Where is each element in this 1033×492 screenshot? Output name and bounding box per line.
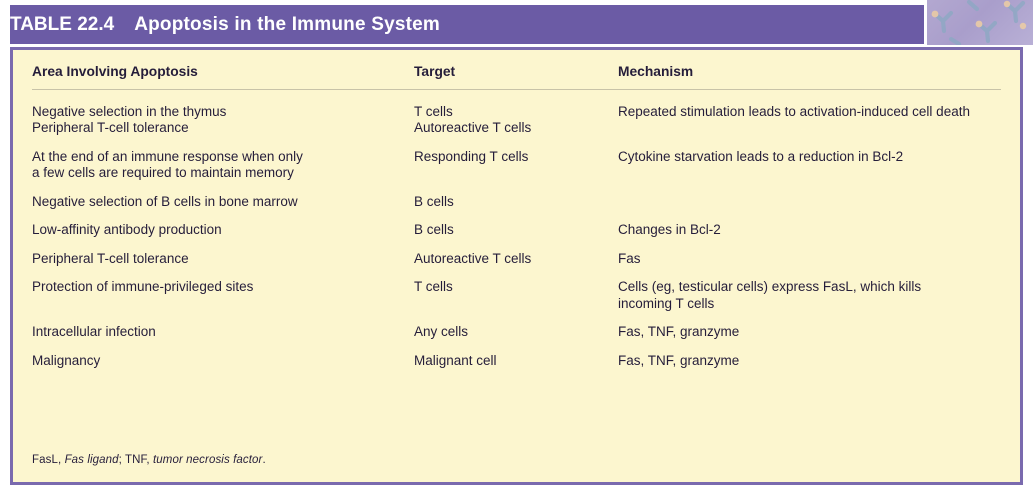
table-row: Peripheral T-cell tolerance Autoreactive… [13, 239, 1020, 268]
table-title-bar: TABLE 22.4 Apoptosis in the Immune Syste… [10, 5, 924, 44]
cell-target: B cells [414, 194, 618, 211]
cell-line: Repeated stimulation leads to activation… [618, 103, 970, 119]
cell-area: Protection of immune-privileged sites [32, 279, 414, 312]
cell-mechanism: Fas [618, 251, 1002, 268]
table-row: Negative selection in the thymus Periphe… [13, 90, 1020, 137]
table-label: TABLE 22.4 [10, 13, 115, 35]
cell-target: T cells Autoreactive T cells [414, 104, 618, 137]
table-row: Negative selection of B cells in bone ma… [13, 182, 1020, 211]
table-row: Protection of immune-privileged sites T … [13, 267, 1020, 312]
table-row: Intracellular infection Any cells Fas, T… [13, 312, 1020, 341]
cell-line: Negative selection in the thymus [32, 103, 227, 119]
cell-line: Fas [618, 250, 641, 266]
table-footnote: FasL, Fas ligand; TNF, tumor necrosis fa… [32, 454, 266, 466]
cell-target: Responding T cells [414, 149, 618, 182]
cell-line: Fas, TNF, granzyme [618, 324, 740, 339]
cell-mechanism: Repeated stimulation leads to activation… [618, 104, 1002, 137]
cell-line: Intracellular infection [32, 324, 156, 339]
cell-mechanism: Fas, TNF, granzyme [618, 324, 1002, 341]
cell-target: T cells [414, 279, 618, 312]
cell-line: Negative selection of B cells in bone ma… [32, 193, 298, 209]
cell-line: incoming T cells [618, 295, 715, 311]
cell-line: Changes in Bcl-2 [618, 222, 721, 237]
cell-line: Any cells [414, 324, 469, 339]
cell-line: a few cells are required to maintain mem… [32, 165, 294, 180]
cell-area: Malignancy [32, 353, 414, 370]
footnote-italic2: tumor necrosis factor [152, 454, 263, 466]
table-header-row: Area Involving Apoptosis Target Mechanis… [13, 50, 1020, 89]
antibody-artwork-icon [927, 0, 1033, 45]
cell-mechanism: Cells (eg, testicular cells) express Fas… [618, 279, 1002, 312]
cell-line: At the end of an immune response when on… [32, 148, 303, 164]
cell-line: Peripheral T-cell tolerance [32, 120, 189, 135]
footnote-part3: . [262, 454, 266, 466]
cell-line: B cells [414, 193, 454, 209]
cell-line: Malignancy [32, 352, 101, 368]
cell-area: At the end of an immune response when on… [32, 149, 414, 182]
cell-line: Malignant cell [414, 352, 497, 368]
cell-line: Autoreactive T cells [414, 120, 532, 135]
footnote-part1: FasL, [32, 454, 65, 466]
footnote-part2: ; TNF, [118, 454, 153, 466]
footnote-italic1: Fas ligand [64, 454, 119, 466]
cell-area: Negative selection of B cells in bone ma… [32, 194, 414, 211]
cell-target: Any cells [414, 324, 618, 341]
cell-area: Peripheral T-cell tolerance [32, 251, 414, 268]
cell-line: Cells (eg, testicular cells) express Fas… [618, 279, 922, 294]
cell-line: T cells [414, 103, 453, 119]
header-divider [32, 88, 1001, 90]
cell-target: Autoreactive T cells [414, 251, 618, 268]
cell-line: Protection of immune-privileged sites [32, 279, 254, 294]
cell-target: Malignant cell [414, 353, 618, 370]
cell-line: Fas, TNF, granzyme [618, 352, 740, 368]
cell-mechanism: Cytokine starvation leads to a reduction… [618, 149, 1002, 182]
column-header-target: Target [414, 64, 456, 79]
table-row: Low-affinity antibody production B cells… [13, 210, 1020, 239]
table-body: Area Involving Apoptosis Target Mechanis… [10, 47, 1023, 485]
table-row: At the end of an immune response when on… [13, 137, 1020, 182]
column-header-area: Area Involving Apoptosis [32, 64, 198, 79]
cell-line: Responding T cells [414, 148, 529, 164]
cell-area: Negative selection in the thymus Periphe… [32, 104, 414, 137]
cell-line: Low-affinity antibody production [32, 222, 222, 237]
cell-line: Cytokine starvation leads to a reduction… [618, 148, 904, 164]
cell-mechanism: Changes in Bcl-2 [618, 222, 1002, 239]
cell-target: B cells [414, 222, 618, 239]
column-header-mechanism: Mechanism [618, 64, 694, 79]
table-title: Apoptosis in the Immune System [134, 13, 441, 35]
cell-mechanism: Fas, TNF, granzyme [618, 353, 1002, 370]
cell-line: Peripheral T-cell tolerance [32, 250, 189, 266]
cell-line: B cells [414, 222, 454, 237]
table-row: Malignancy Malignant cell Fas, TNF, gran… [13, 341, 1020, 370]
cell-area: Low-affinity antibody production [32, 222, 414, 239]
cell-area: Intracellular infection [32, 324, 414, 341]
cell-line: T cells [414, 279, 453, 294]
cell-line: Autoreactive T cells [414, 250, 532, 266]
cell-mechanism [618, 194, 1002, 211]
